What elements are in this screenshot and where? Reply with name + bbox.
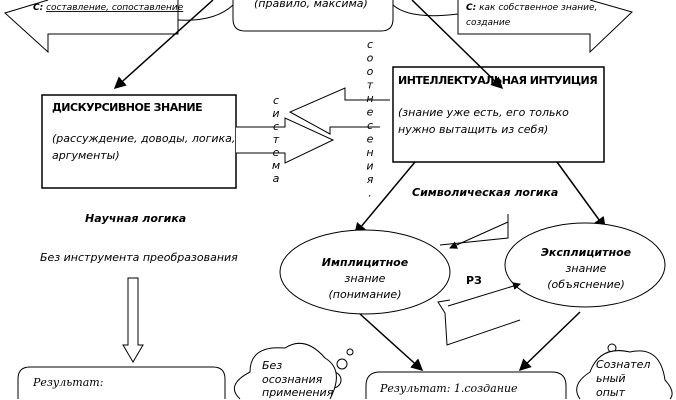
callout-text: как собственное знание, — [479, 3, 597, 13]
left-arrow-callout — [4, 0, 179, 54]
intuition-line1: (знание уже есть, его только — [398, 106, 569, 119]
vertical-letter: е — [367, 106, 374, 119]
symbolic-logic-label: Символическая логика — [412, 186, 558, 199]
vertical-letter: н — [366, 92, 373, 105]
vertical-letter: . — [368, 187, 372, 200]
right-notched-arrow — [236, 117, 335, 164]
implicit-line2: знание — [345, 272, 386, 285]
vertical-letter: о — [367, 65, 374, 78]
top-center-text: (правило, максима) — [254, 0, 368, 10]
explicit-line1: Эксплицитное — [541, 246, 632, 259]
callout-text: составление, сопоставление — [46, 3, 184, 13]
implicit-line1: Имплицитное — [322, 256, 409, 269]
vertical-letter: т — [367, 79, 374, 92]
vertical-letter: я — [367, 173, 374, 186]
vertical-letter: о — [367, 52, 374, 65]
implicit-line3: (понимание) — [329, 288, 402, 301]
cloud-right-line1: Сознател — [596, 358, 650, 371]
scientific-logic-label: Научная логика — [85, 212, 186, 225]
left-notched-arrow — [288, 87, 390, 135]
vertical-letter: с — [367, 119, 373, 132]
cloud-left-line1: Без — [262, 359, 282, 372]
svg-text:С: составление, сопоставление: С: составление, сопоставление — [33, 3, 184, 13]
intuition-title: ИНТЕЛЛЕКТУАЛЬНАЯ ИНТУИЦИЯ — [398, 74, 597, 87]
intuition-line2: нужно вытащить из себя) — [398, 123, 548, 136]
result-center-text: Результат: 1.создание — [379, 382, 518, 395]
discursive-title: ДИСКУРСИВНОЕ ЗНАНИЕ — [52, 101, 202, 114]
implicit-ellipse — [279, 229, 451, 315]
down-arrow — [122, 277, 144, 363]
vertical-letter: с — [367, 38, 373, 51]
vertical-letter: и — [366, 160, 373, 173]
result-left-text: Результат: — [32, 376, 103, 389]
cloud-right — [576, 343, 673, 400]
no-instrument-label: Без инструмента преобразования — [40, 251, 238, 264]
vertical-letter: и — [272, 107, 279, 120]
vertical-letter: с — [273, 120, 279, 133]
callout-text-2: создание — [466, 18, 511, 28]
vertical-letter: с — [273, 94, 279, 107]
vertical-letter: м — [272, 159, 280, 172]
cloud-right-line2: ьный — [596, 372, 626, 385]
cloud-left-line3: применения — [262, 386, 334, 399]
vertical-letter: а — [273, 172, 280, 185]
cloud-right-line3: опыт — [596, 386, 626, 399]
vertical-letter: т — [273, 133, 280, 146]
result-center-box — [365, 371, 567, 399]
result-left-box — [17, 366, 226, 399]
cloud-left-line2: осознания — [262, 373, 323, 386]
callout-prefix: С: — [33, 3, 43, 13]
top-center-box — [232, 0, 394, 32]
cloud-left — [233, 342, 354, 400]
intuition-box — [392, 66, 605, 163]
rz-label: РЗ — [466, 274, 482, 287]
explicit-line2: знание — [566, 262, 607, 275]
right-arrow-callout — [457, 0, 633, 54]
discursive-line1: (рассуждение, доводы, логика, — [52, 132, 235, 145]
svg-text:С: как собственное знание,: С: как собственное знание, — [466, 3, 597, 13]
explicit-ellipse — [504, 222, 666, 308]
vertical-letter: н — [366, 146, 373, 159]
explicit-line3: (объяснение) — [547, 278, 625, 291]
callout-prefix: С: — [466, 3, 476, 13]
vertical-letter: е — [273, 146, 280, 159]
vertical-letter: е — [367, 133, 374, 146]
discursive-line2: аргументы) — [52, 149, 120, 162]
